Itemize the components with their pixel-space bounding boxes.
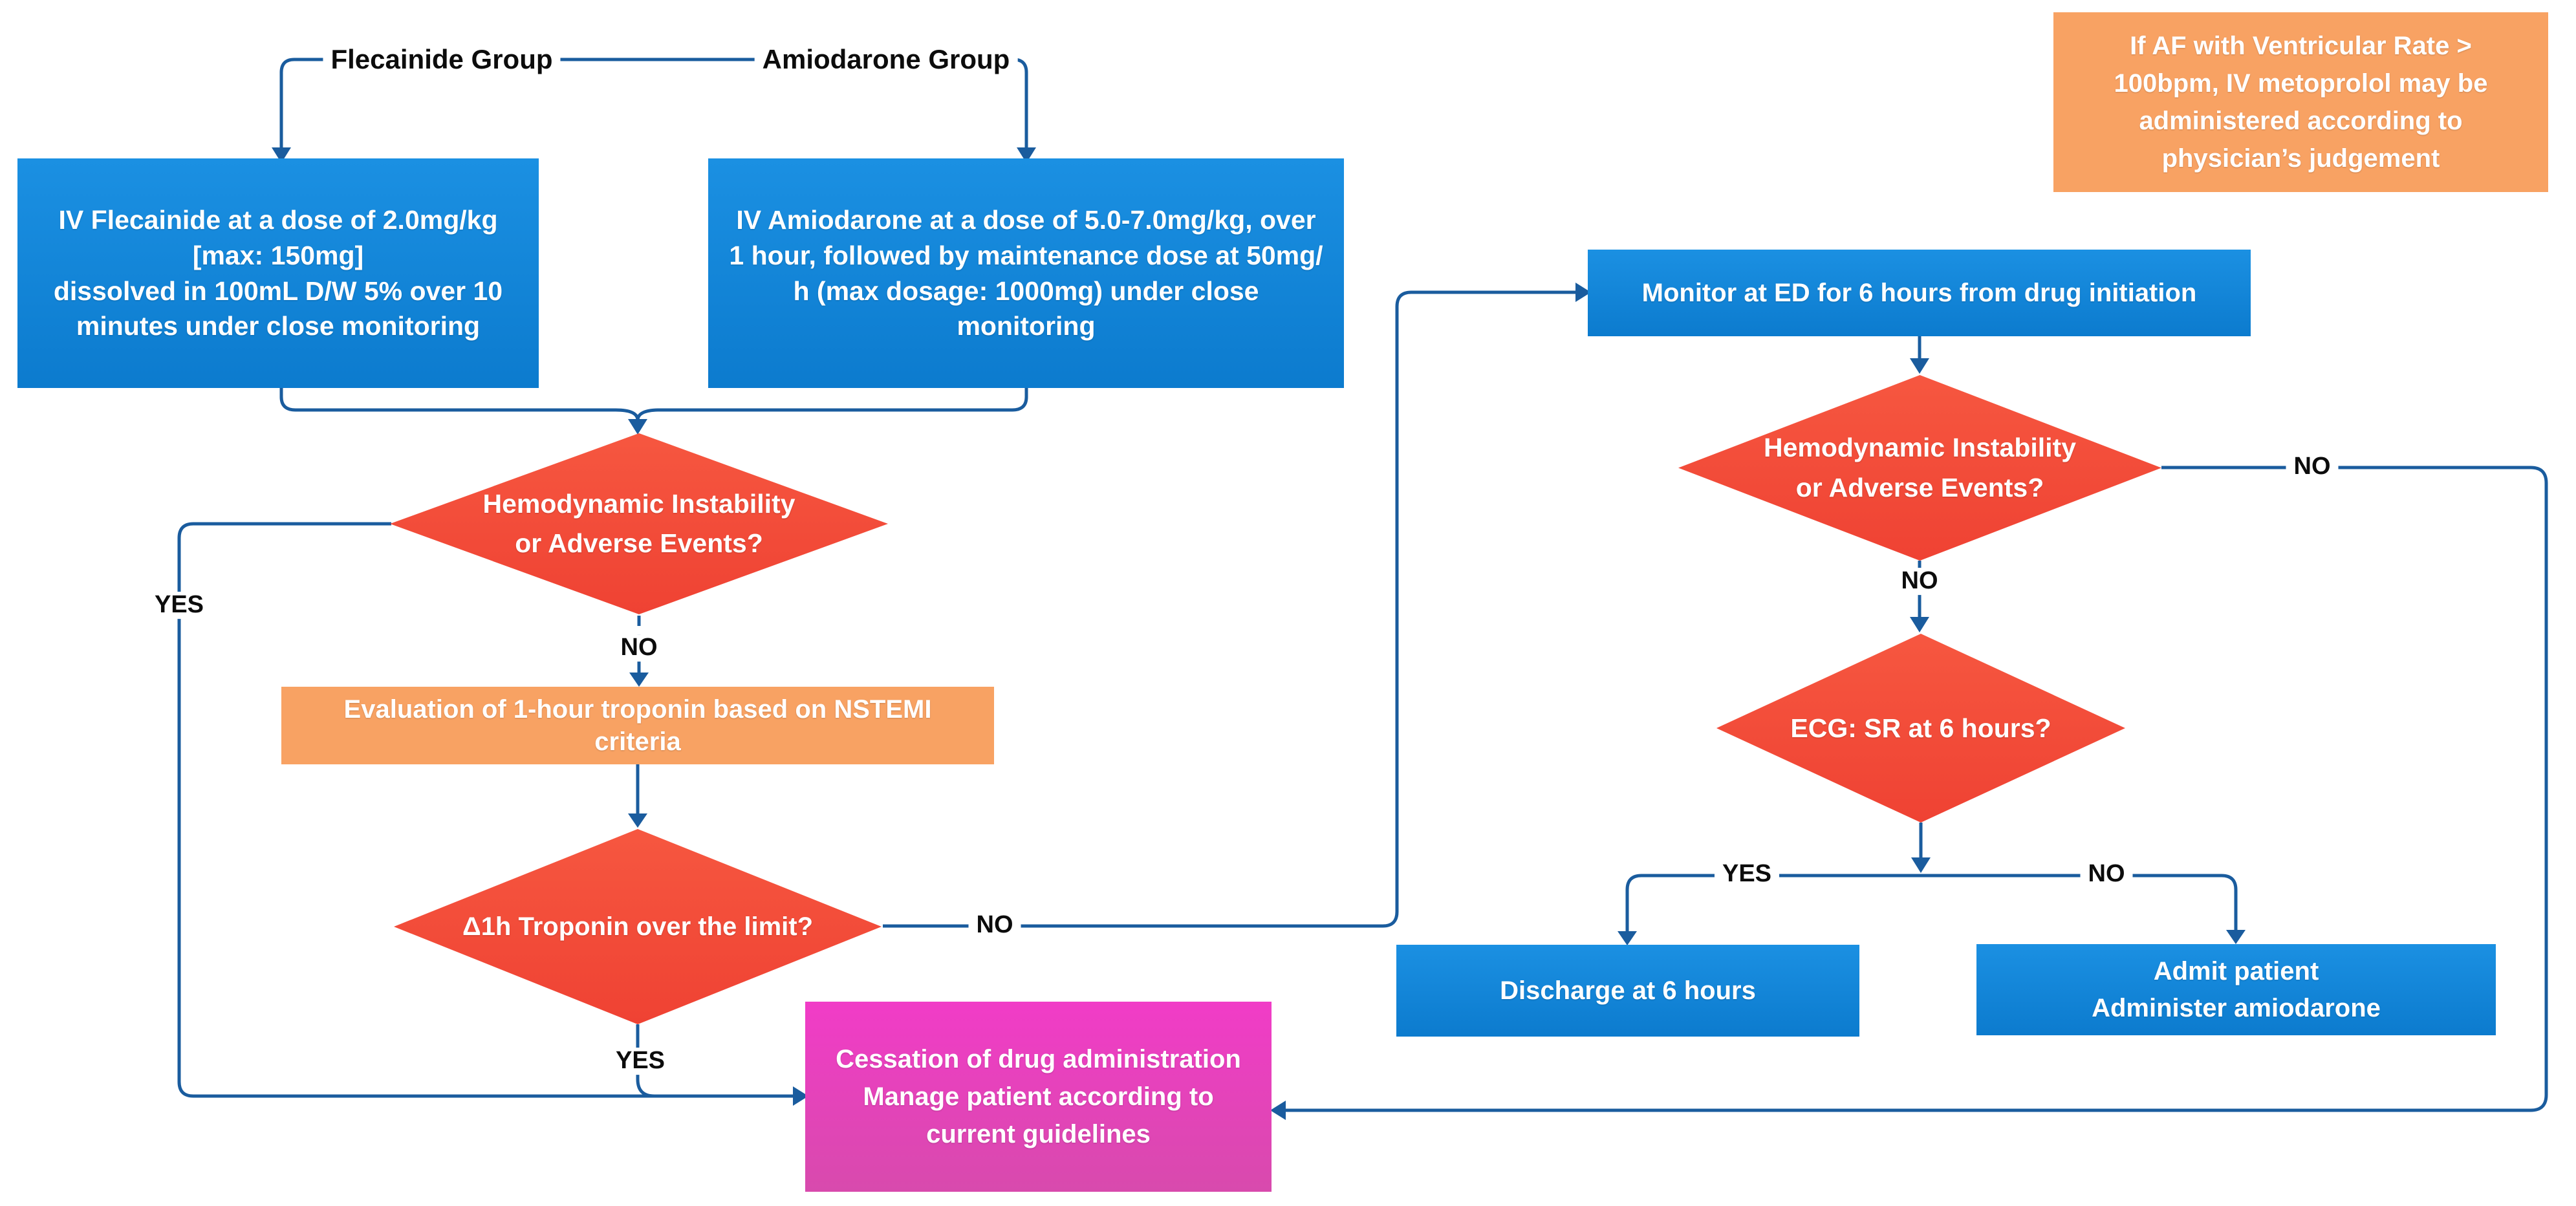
arrow-into-ecg [1910, 617, 1929, 632]
node-line: [max: 150mg] [192, 240, 364, 270]
arrow-into-amiodarone [1017, 147, 1036, 163]
admit-patient-box: Admit patient Administer amiodarone [1976, 944, 2496, 1035]
amiodarone-dose-box: IV Amiodarone at a dose of 5.0-7.0mg/kg,… [708, 158, 1344, 388]
arrow-into-cessation-left [793, 1086, 808, 1106]
node-line: Monitor at ED for 6 hours from drug init… [1641, 278, 2197, 307]
node-line: Δ1h Troponin over the limit? [462, 912, 814, 941]
node-line: ECG: SR at 6 hours? [1790, 713, 2051, 743]
node-line: If AF with Ventricular Rate > [2130, 32, 2472, 60]
node-line: IV Flecainide at a dose of 2.0mg/kg [58, 204, 498, 235]
node-line: current guidelines [926, 1120, 1151, 1148]
edge-label-troponin-no: NO [968, 911, 1021, 939]
arrow-into-hemo2 [1910, 358, 1929, 374]
edge-label-ecg-no: NO [2080, 860, 2133, 888]
edge-hemo1-yes [177, 522, 793, 1098]
edge-hemo2-no-right [1286, 466, 2548, 1112]
edge-label-ecg-yes: YES [1714, 860, 1780, 888]
arrow-into-eval [629, 673, 649, 687]
edge-group-split [279, 58, 1028, 150]
node-line: Admit patient [2153, 956, 2319, 985]
edge-label-hemo2-no-down: NO [1893, 567, 1946, 595]
node-line: criteria [594, 727, 681, 756]
node-line: IV Amiodarone at a dose of 5.0-7.0mg/kg,… [736, 204, 1316, 235]
node-line: 100bpm, IV metoprolol may be [2114, 69, 2488, 98]
node-line: Hemodynamic Instability [482, 488, 796, 519]
node-line: Cessation of drug administration [836, 1045, 1241, 1073]
edge-label-hemo1-no: NO [612, 634, 666, 662]
troponin-evaluation-box: Evaluation of 1-hour troponin based on N… [281, 687, 994, 764]
arrow-into-cessation-right [1270, 1101, 1286, 1120]
monitor-ed-box: Monitor at ED for 6 hours from drug init… [1588, 250, 2251, 336]
arrow-into-admit [2226, 930, 2246, 944]
edge-label-hemo2-no-right: NO [2286, 453, 2339, 480]
node-line: Administer amiodarone [2092, 993, 2381, 1022]
arrow-ecg-junction [1911, 857, 1931, 873]
edge-label-hemo1-yes: YES [146, 591, 212, 619]
amiodarone-group-label: Amiodarone Group [754, 44, 1018, 75]
node-line: Discharge at 6 hours [1500, 976, 1756, 1005]
arrow-into-hemo1 [628, 419, 647, 435]
edge-label-troponin-yes: YES [607, 1047, 673, 1075]
node-line: minutes under close monitoring [76, 311, 481, 341]
arrow-into-flecainide [272, 147, 291, 163]
flecainide-group-label: Flecainide Group [323, 44, 561, 75]
edge-merge-left [279, 388, 640, 421]
edge-merge-right [636, 388, 1028, 421]
edge-troponin-no [883, 290, 1575, 928]
arrow-into-discharge [1618, 931, 1637, 945]
node-line: h (max dosage: 1000mg) under close [793, 275, 1259, 306]
node-line: Manage patient according to [863, 1082, 1214, 1111]
node-line: Hemodynamic Instability [1763, 433, 2076, 462]
node-line: or Adverse Events? [1795, 472, 2044, 502]
discharge-box: Discharge at 6 hours [1396, 945, 1859, 1037]
node-line: Evaluation of 1-hour troponin based on N… [343, 695, 932, 724]
cessation-box: Cessation of drug administration Manage … [805, 1002, 1272, 1192]
arrow-into-troponin [628, 813, 647, 828]
arrow-into-monitor [1575, 283, 1591, 302]
edge-troponin-yes [636, 1024, 655, 1098]
flecainide-dose-box: IV Flecainide at a dose of 2.0mg/kg [max… [17, 158, 539, 388]
edge-ecg-split [1625, 874, 2238, 935]
metoprolol-note-box: If AF with Ventricular Rate > 100bpm, IV… [2053, 12, 2548, 192]
node-line: physician’s judgement [2161, 144, 2440, 173]
node-line: dissolved in 100mL D/W 5% over 10 [53, 275, 503, 306]
node-line: monitoring [957, 311, 1096, 341]
node-line: administered according to [2139, 107, 2463, 135]
node-line: 1 hour, followed by maintenance dose at … [729, 240, 1323, 270]
node-line: or Adverse Events? [515, 528, 763, 558]
